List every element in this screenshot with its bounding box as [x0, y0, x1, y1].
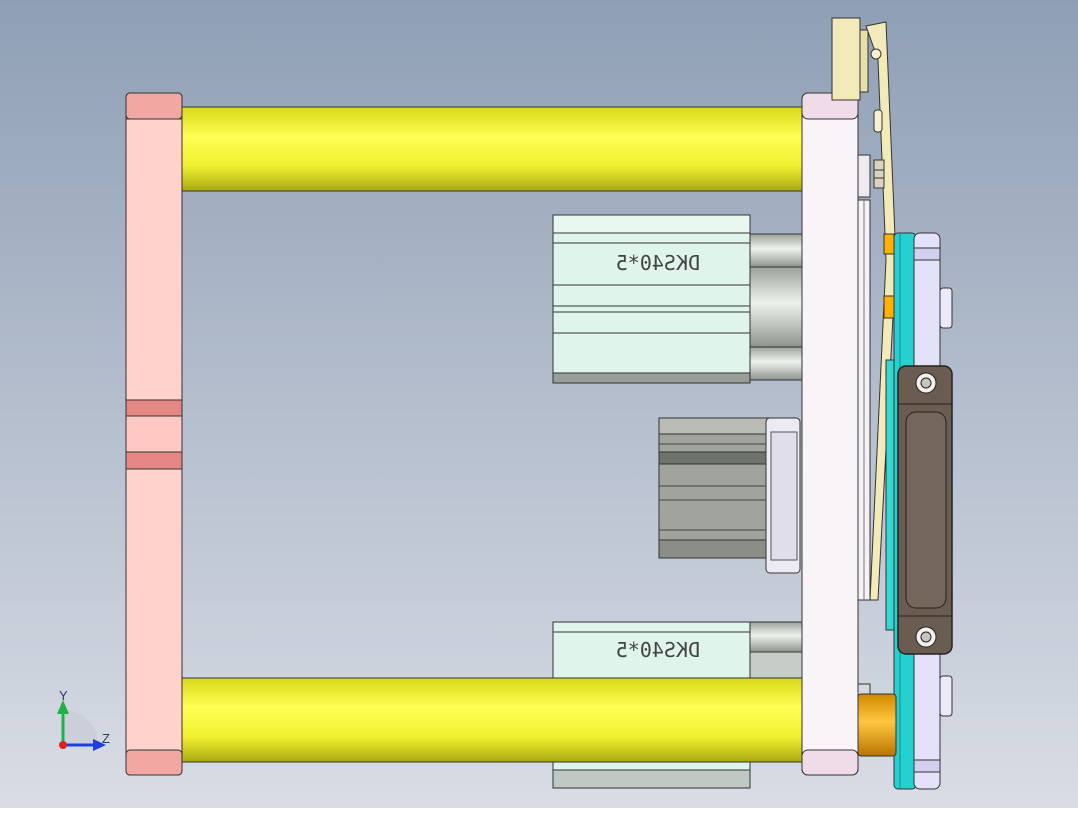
- cylinder-top-label: DKS40*5: [616, 251, 700, 275]
- orange-pin-mid: [883, 295, 895, 319]
- gripper-block[interactable]: [897, 365, 953, 655]
- main-mounting-plate[interactable]: [801, 92, 871, 776]
- center-gray-block[interactable]: [658, 417, 801, 574]
- teal-strip: [885, 359, 895, 631]
- y-axis-label: Y: [59, 688, 68, 703]
- guide-rod-top[interactable]: [181, 106, 803, 192]
- coordinate-triad: Y Z: [57, 688, 110, 751]
- cylinder-bottom-piston[interactable]: [749, 621, 803, 679]
- cylinder-bottom-label: DKS40*5: [616, 638, 700, 662]
- cylinder-top-piston[interactable]: [749, 233, 803, 381]
- x-axis-dot: [59, 741, 67, 749]
- guide-rod-bottom-front: [181, 677, 803, 763]
- left-end-plate[interactable]: [125, 92, 183, 776]
- orange-fitting[interactable]: [857, 683, 897, 757]
- tan-bracket[interactable]: [831, 17, 897, 601]
- orange-pin-top: [883, 233, 895, 255]
- z-axis-label: Z: [102, 731, 110, 746]
- cylinder-top[interactable]: DKS40*5: [552, 214, 751, 384]
